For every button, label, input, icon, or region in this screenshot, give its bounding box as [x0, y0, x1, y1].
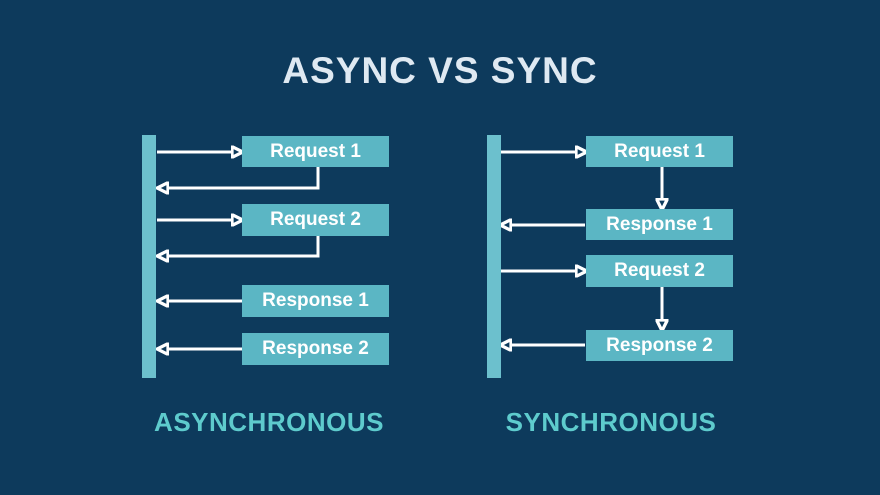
async-request2-return-arrow: [168, 236, 320, 256]
async-lifeline-bar: [142, 135, 156, 378]
async-request1-return-arrow: [168, 167, 320, 188]
sync-caption: SYNCHRONOUS: [505, 407, 717, 437]
async-response1-label: Response 1: [262, 290, 369, 311]
sync-response1-box: Response 1: [586, 209, 733, 240]
async-request1-box: Request 1: [242, 136, 389, 167]
sync-response2-box: Response 2: [586, 330, 733, 361]
async-request2-box: Request 2: [242, 204, 389, 236]
sync-request1-label: Request 1: [614, 140, 705, 162]
async-caption: ASYNCHRONOUS: [154, 407, 384, 437]
async-response1-box: Response 1: [242, 285, 389, 317]
async-response2-box: Response 2: [242, 333, 389, 365]
async-request2-label: Request 2: [270, 209, 361, 230]
async-request1-label: Request 1: [270, 140, 361, 162]
sync-request1-box: Request 1: [586, 136, 733, 167]
sync-lifeline-bar: [487, 135, 501, 378]
async-response2-label: Response 2: [262, 338, 369, 359]
page-title: ASYNC VS SYNC: [282, 50, 598, 91]
sync-response1-label: Response 1: [606, 213, 713, 235]
sync-request2-box: Request 2: [586, 255, 733, 287]
sync-request2-label: Request 2: [614, 260, 705, 281]
sync-response2-label: Response 2: [606, 334, 713, 356]
